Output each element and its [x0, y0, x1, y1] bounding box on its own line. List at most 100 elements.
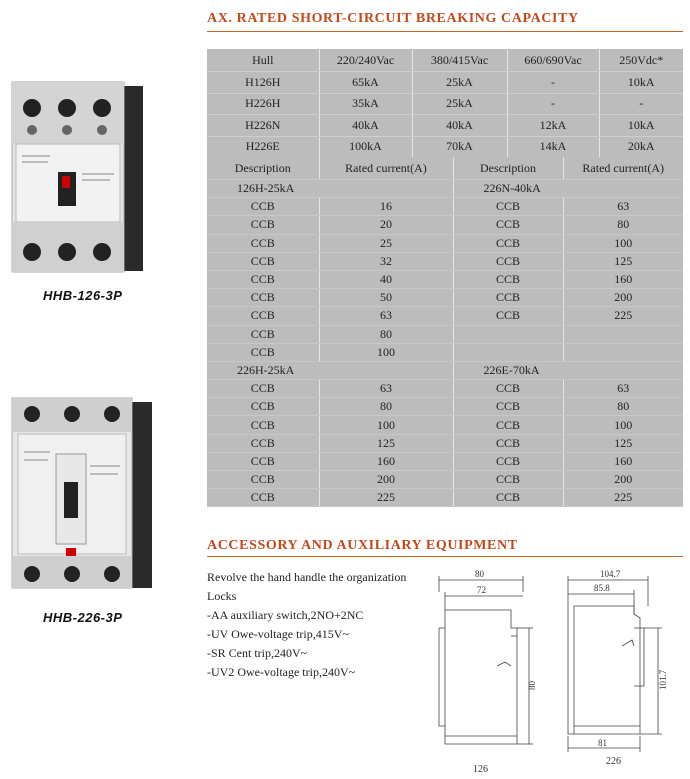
header-cell: 250Vdc*	[599, 49, 683, 72]
table-cell: CCB	[207, 470, 320, 490]
group-label: 226N-40kA	[453, 179, 683, 199]
title-rule	[207, 31, 683, 32]
table-cell: 225	[563, 306, 683, 326]
table-cell: 50	[319, 288, 454, 308]
table-cell: CCB	[207, 234, 320, 253]
table-cell: 40kA	[412, 114, 508, 137]
table-cell: 160	[563, 452, 683, 472]
table-cell	[563, 343, 683, 362]
group-label: 226E-70kA	[453, 361, 683, 381]
accessory-line: -UV Owe-voltage trip,415V~	[207, 627, 349, 641]
table-cell: CCB	[453, 252, 564, 271]
table-cell: CCB	[453, 379, 564, 399]
caption-226: HHB-226-3P	[43, 610, 123, 625]
table-cell: 40	[319, 270, 454, 290]
group-row: 226H-25kA 226E-70kA	[207, 361, 683, 381]
accessory-line: -UV2 Owe-voltage trip,240V~	[207, 665, 356, 679]
table-cell: CCB	[207, 215, 320, 235]
table-cell: 125	[319, 434, 454, 453]
table-row: H226H 35kA 25kA - -	[207, 93, 683, 115]
accessory-line: Revolve the hand handle the organization	[207, 570, 407, 584]
drawing-126-caption: 126	[473, 764, 488, 775]
table-cell: CCB	[453, 397, 564, 417]
table-cell: CCB	[207, 397, 320, 417]
table-cell: 35kA	[319, 93, 413, 115]
table-cell: CCB	[207, 306, 320, 326]
table-cell: CCB	[453, 234, 564, 253]
table-cell: 80	[319, 397, 454, 417]
table-cell: -	[507, 71, 600, 94]
table-cell: CCB	[453, 270, 564, 290]
table-cell: 100	[319, 343, 454, 362]
breaker-226-image	[10, 394, 152, 595]
table-cell: 125	[563, 434, 683, 453]
table-cell: CCB	[453, 470, 564, 490]
table-cell: 65kA	[319, 71, 413, 94]
table-cell: 225	[563, 488, 683, 508]
table-cell: 100	[319, 415, 454, 435]
table-cell: H226H	[207, 93, 320, 115]
table-cell: CCB	[207, 197, 320, 217]
table-cell: 10kA	[599, 71, 683, 94]
table-cell: 80	[563, 215, 683, 235]
table-cell: 70kA	[412, 136, 508, 158]
table-cell: CCB	[453, 215, 564, 235]
caption-126: HHB-126-3P	[43, 288, 123, 303]
table-cell: 63	[563, 197, 683, 217]
table-cell: 225	[319, 488, 454, 508]
dim-label: 80	[527, 681, 537, 691]
group-label: 226H-25kA	[207, 361, 454, 381]
header-cell: Description	[453, 157, 564, 180]
accessory-line: -AA auxiliary switch,2NO+2NC	[207, 608, 364, 622]
table-cell: 63	[319, 379, 454, 399]
header-cell: Hull	[207, 49, 320, 72]
table-cell: 25kA	[412, 71, 508, 94]
table-cell: 80	[319, 325, 454, 344]
table-cell: CCB	[453, 415, 564, 435]
table-cell: 32	[319, 252, 454, 271]
table-cell: 80	[563, 397, 683, 417]
table-cell: 200	[319, 470, 454, 490]
table-cell: CCB	[207, 452, 320, 472]
table-cell: CCB	[453, 434, 564, 453]
table-cell: 12kA	[507, 114, 600, 137]
breaking-capacity-title: AX. RATED SHORT-CIRCUIT BREAKING CAPACIT…	[207, 11, 579, 26]
table-cell: CCB	[207, 270, 320, 290]
header-cell: Description	[207, 157, 320, 180]
table-cell: 100kA	[319, 136, 413, 158]
header-cell: Rated current(A)	[563, 157, 683, 180]
table-cell: 100	[563, 415, 683, 435]
table-cell: H126H	[207, 71, 320, 94]
header-cell: 380/415Vac	[412, 49, 508, 72]
table-cell	[453, 343, 564, 362]
table-cell: CCB	[207, 325, 320, 344]
table-cell: CCB	[207, 288, 320, 308]
dim-label: 72	[477, 585, 486, 595]
table-cell: CCB	[453, 197, 564, 217]
table-cell: 200	[563, 288, 683, 308]
accessory-line: -SR Cent trip,240V~	[207, 646, 308, 660]
table-cell: 20kA	[599, 136, 683, 158]
table-cell: 25	[319, 234, 454, 253]
header-cell: 660/690Vac	[507, 49, 600, 72]
dim-label: 101.7	[658, 669, 668, 690]
table-cell: -	[507, 93, 600, 115]
table-cell: CCB	[207, 343, 320, 362]
dim-label: 85.8	[594, 583, 610, 593]
table-cell: CCB	[207, 252, 320, 271]
table-cell: CCB	[207, 488, 320, 508]
table-cell: CCB	[453, 306, 564, 326]
table-cell: 125	[563, 252, 683, 271]
